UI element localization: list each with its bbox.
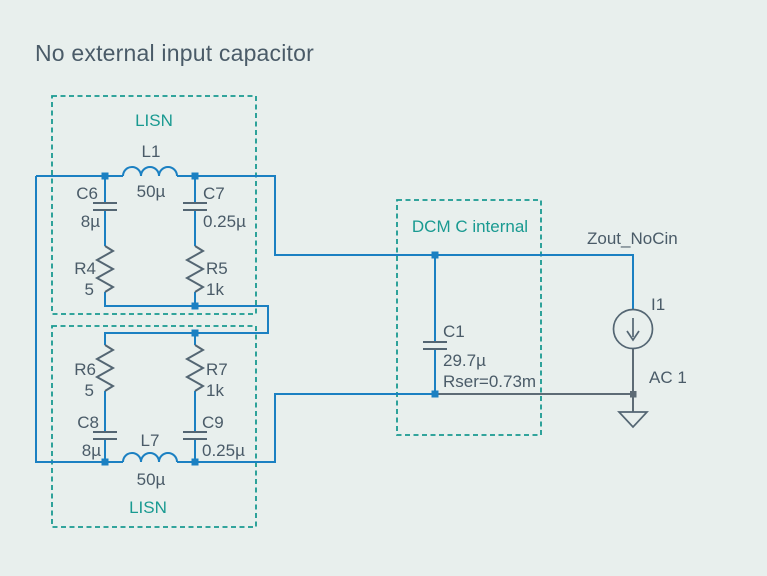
C8-value-label: 8µ: [82, 441, 101, 460]
R4-value-label: 5: [85, 280, 94, 299]
resistor-R7-symbol: [184, 344, 206, 392]
wire-lisn-mid-link: [104, 292, 269, 345]
capacitor-C1-symbol: [423, 341, 447, 350]
lisn-top-label: LISN: [135, 111, 173, 130]
capacitor-C6-symbol: [93, 202, 117, 211]
C9-ref-label: C9: [202, 413, 224, 432]
current-source-I1-symbol: [612, 308, 654, 350]
current-source-arrow-icon: [626, 318, 640, 342]
capacitor-C8-symbol: [93, 431, 117, 440]
resistor-R6-symbol: [94, 344, 116, 392]
lisn-bottom-box: [51, 325, 257, 528]
C1-value-label: 29.7µ: [443, 351, 486, 370]
inductor-L1-symbol: [122, 166, 178, 177]
page-title: No external input capacitor: [35, 40, 314, 66]
L1-ref-label: L1: [142, 142, 161, 161]
net-zout-label: Zout_NoCin: [587, 229, 678, 248]
junction-dot: [191, 458, 199, 466]
R6-value-label: 5: [85, 381, 94, 400]
capacitor-C9-symbol: [183, 431, 207, 440]
wire-bottom-rail-to-dcm: [177, 393, 435, 463]
lisn-bottom-label: LISN: [129, 498, 167, 517]
C7-value-label: 0.25µ: [203, 212, 246, 231]
capacitor-C7-symbol: [183, 202, 207, 211]
resistor-R4-symbol: [94, 245, 116, 293]
C6-value-label: 8µ: [81, 212, 100, 231]
resistor-R5-symbol: [184, 245, 206, 293]
R6-ref-label: R6: [74, 360, 96, 379]
R7-value-label: 1k: [206, 381, 224, 400]
C1-ref-label: C1: [443, 322, 465, 341]
junction-dot: [101, 172, 109, 180]
junction-dot: [630, 391, 637, 398]
junction-dot: [191, 302, 199, 310]
lisn-top-box: [51, 95, 257, 315]
dcm-box: [396, 199, 542, 436]
L7-ref-label: L7: [141, 431, 160, 450]
C7-ref-label: C7: [203, 184, 225, 203]
I1-value-label: AC 1: [649, 368, 687, 387]
junction-dot: [431, 390, 439, 398]
I1-ref-label: I1: [651, 295, 665, 314]
R7-ref-label: R7: [206, 360, 228, 379]
dcm-label: DCM C internal: [412, 217, 528, 236]
C8-ref-label: C8: [77, 413, 99, 432]
wire-left-return: [35, 176, 123, 463]
junction-dot: [431, 251, 439, 259]
C6-ref-label: C6: [76, 184, 98, 203]
C9-value-label: 0.25µ: [202, 441, 245, 460]
wire-top-rail-to-source: [177, 175, 634, 310]
R4-ref-label: R4: [74, 259, 96, 278]
junction-dot: [101, 458, 109, 466]
junction-dot: [191, 329, 199, 337]
C1-rser-label: Rser=0.73m: [443, 372, 536, 391]
R5-ref-label: R5: [206, 259, 228, 278]
ground-symbol: [617, 411, 649, 429]
L7-value-label: 50µ: [137, 470, 166, 489]
inductor-L7-symbol: [122, 452, 178, 463]
L1-value-label: 50µ: [137, 182, 166, 201]
junction-dot: [191, 172, 199, 180]
R5-value-label: 1k: [206, 280, 224, 299]
